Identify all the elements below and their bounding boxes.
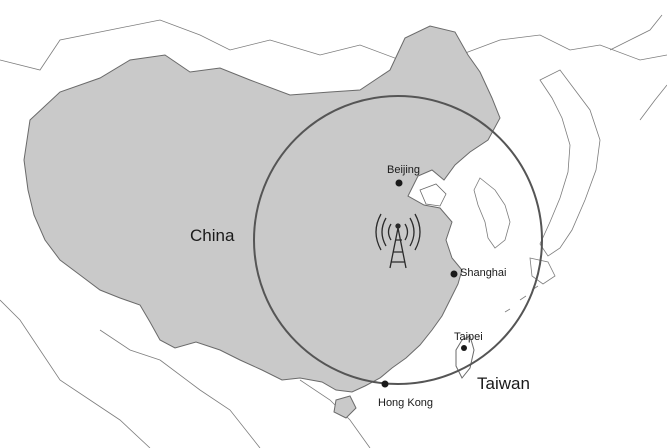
country-china: China xyxy=(23,25,501,419)
city-label-hong-kong: Hong Kong xyxy=(378,397,433,409)
city-shanghai: Shanghai xyxy=(450,267,507,279)
city-label-beijing: Beijing xyxy=(387,164,420,176)
radio-tower-icon xyxy=(375,213,421,269)
city-label-taipei: Taipei xyxy=(454,331,483,343)
city-marker xyxy=(395,179,403,187)
city-label-shanghai: Shanghai xyxy=(460,267,507,279)
city-marker xyxy=(450,270,458,278)
coverage-circle xyxy=(253,95,543,385)
country-label-china: China xyxy=(190,226,235,245)
city-marker xyxy=(461,345,467,351)
city-taipei: Taipei xyxy=(454,331,483,351)
neighbor-borders xyxy=(0,14,667,448)
country-label-taiwan: Taiwan xyxy=(477,374,530,393)
city-beijing: Beijing xyxy=(387,164,420,187)
city-marker xyxy=(381,380,389,388)
country-taiwan: Taiwan xyxy=(455,335,530,393)
city-hong-kong: Hong Kong xyxy=(378,380,433,409)
